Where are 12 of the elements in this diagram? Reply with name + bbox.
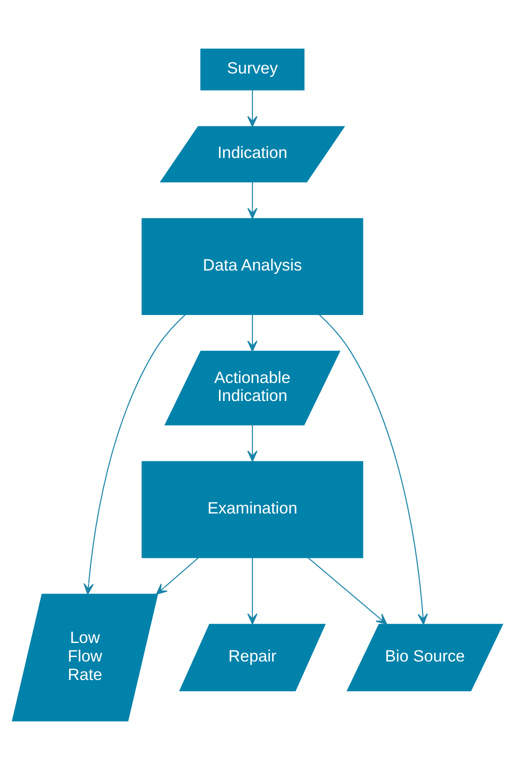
- arrow: [247, 424, 258, 462]
- node-box: Data Analysis: [142, 218, 364, 316]
- arrow: [247, 182, 258, 219]
- arrow: [247, 558, 258, 624]
- arrow: [84, 314, 186, 595]
- arrow: [319, 314, 428, 625]
- arrow: [308, 557, 388, 625]
- arrow: [156, 557, 199, 595]
- arrow: [247, 90, 258, 128]
- arrow: [247, 314, 258, 352]
- node-box: Examination: [142, 461, 364, 558]
- node-box: Survey: [200, 48, 304, 90]
